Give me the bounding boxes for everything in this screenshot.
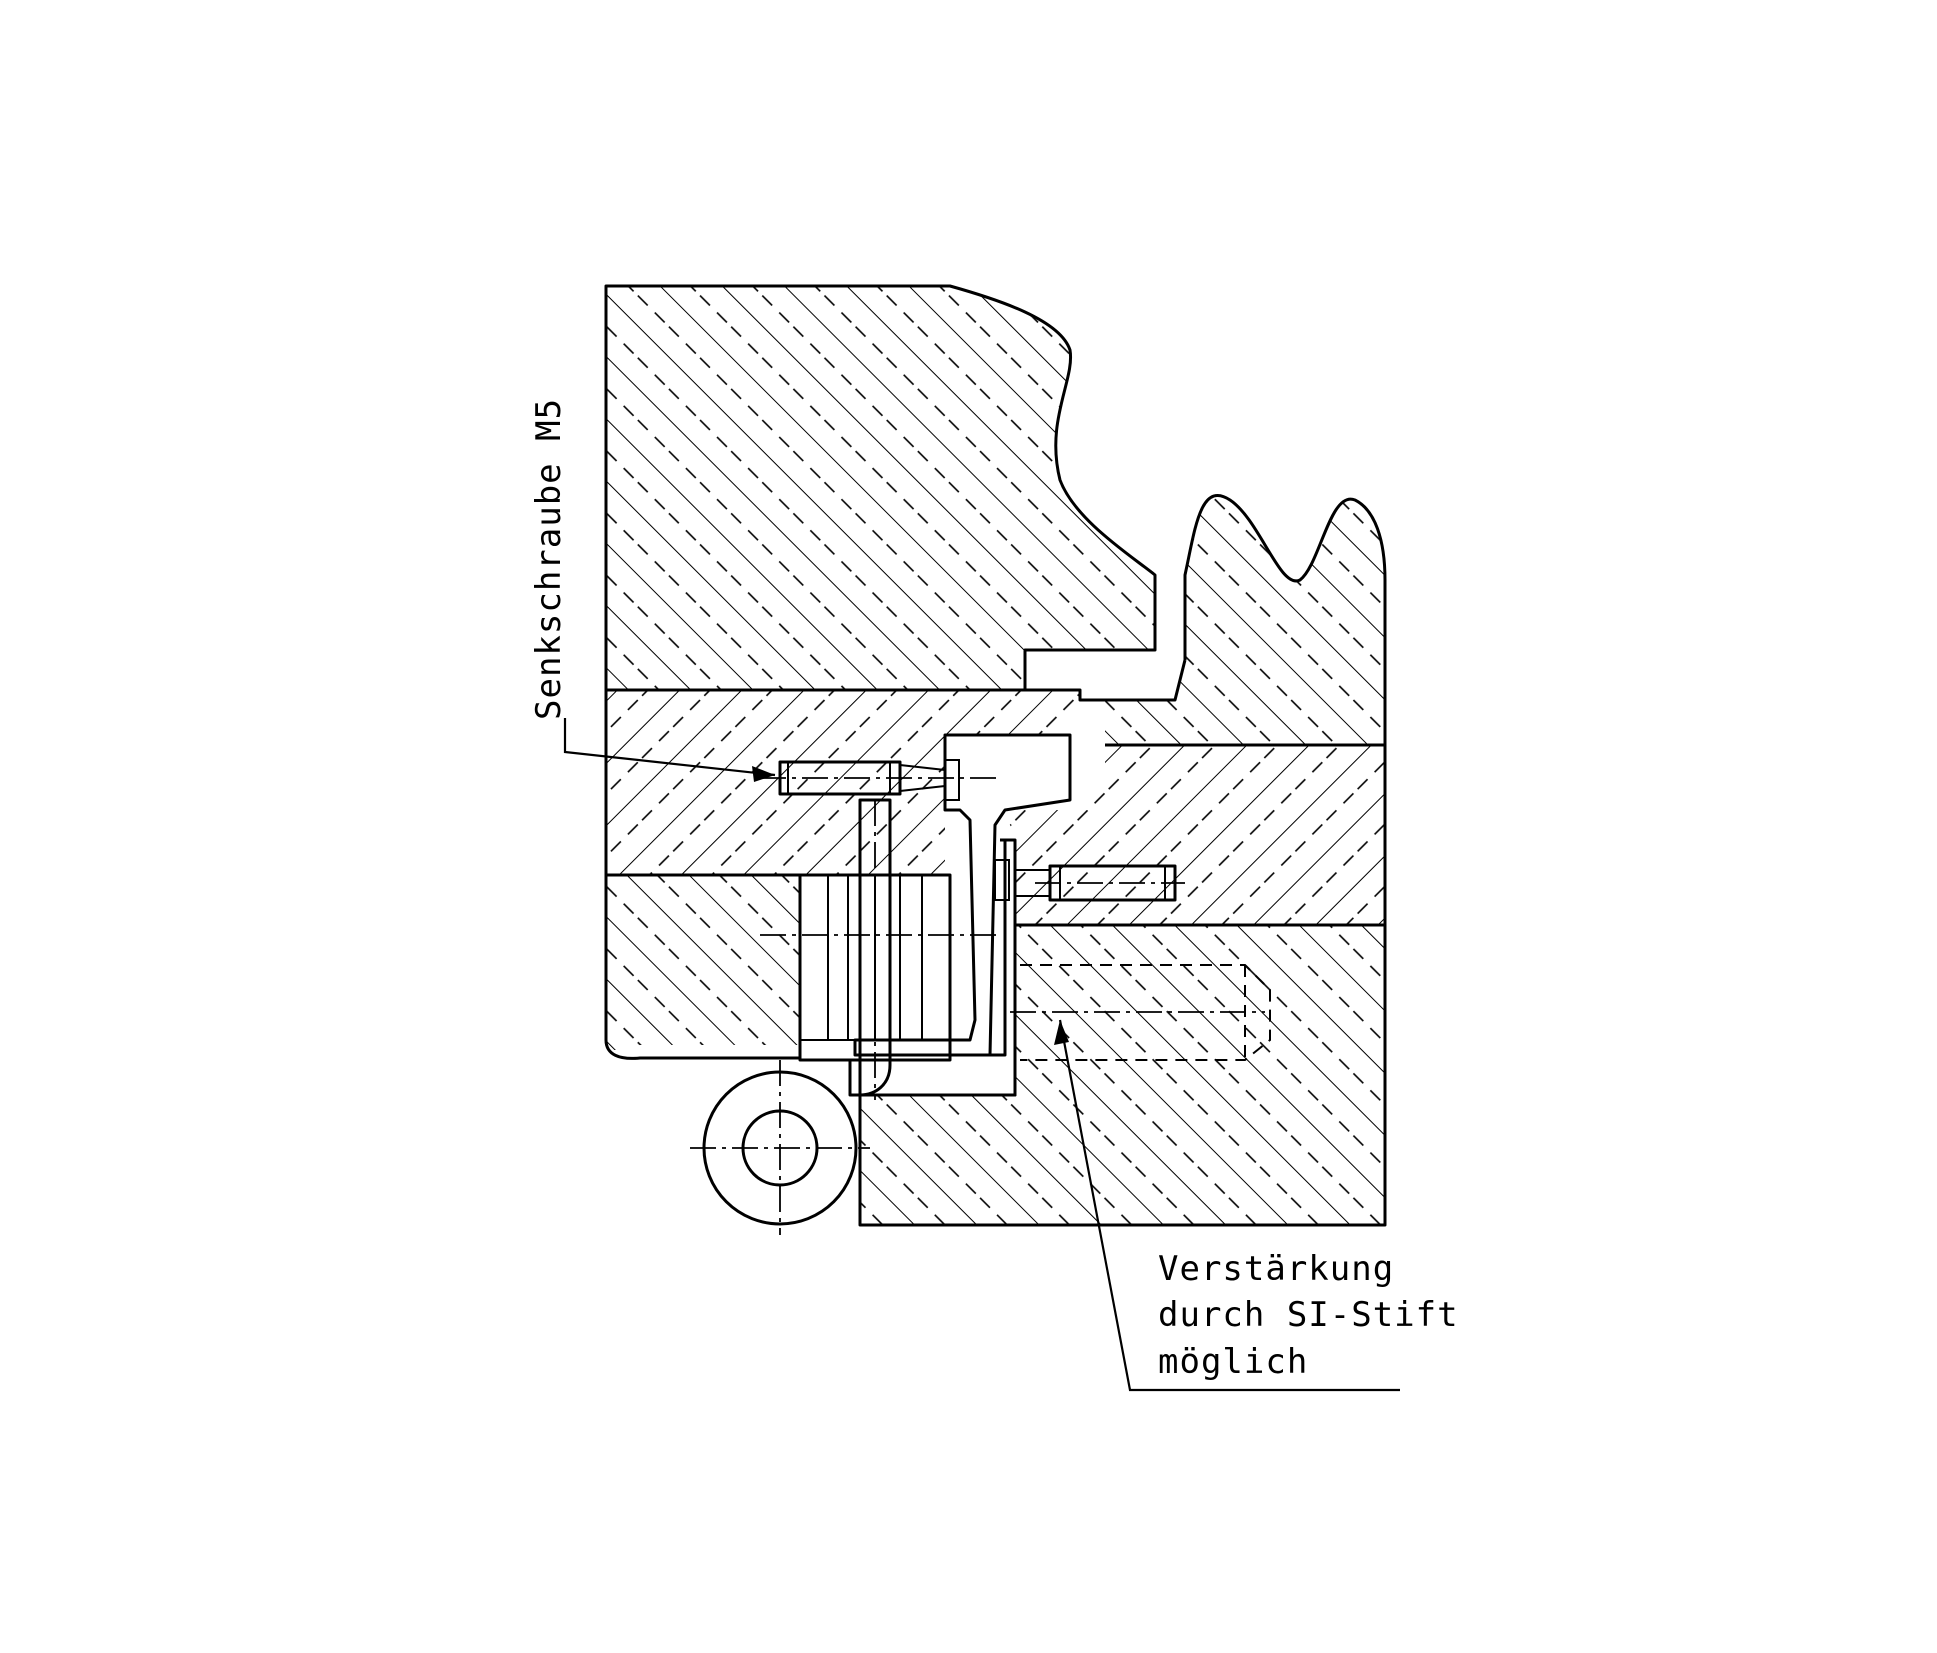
reinforcement-label-line1: Verstärkung [1158, 1249, 1394, 1289]
center-lines [690, 777, 1265, 1235]
reinforcement-label-line3: möglich [1158, 1342, 1308, 1382]
lower-left-block [604, 875, 802, 1060]
screw-label: Senkschraube M5 [529, 398, 569, 720]
hinge-arm [853, 733, 1072, 1097]
lower-right-block [858, 925, 1387, 1227]
middle-left-plate [604, 688, 1080, 877]
leader-reinforcement [1054, 1019, 1400, 1392]
upper-block [604, 284, 1157, 690]
middle-right-plate [1005, 743, 1387, 927]
axle-pin [848, 798, 892, 1097]
reinforcement-label-line2: durch SI-Stift [1158, 1295, 1459, 1335]
leader-screw [563, 718, 776, 782]
